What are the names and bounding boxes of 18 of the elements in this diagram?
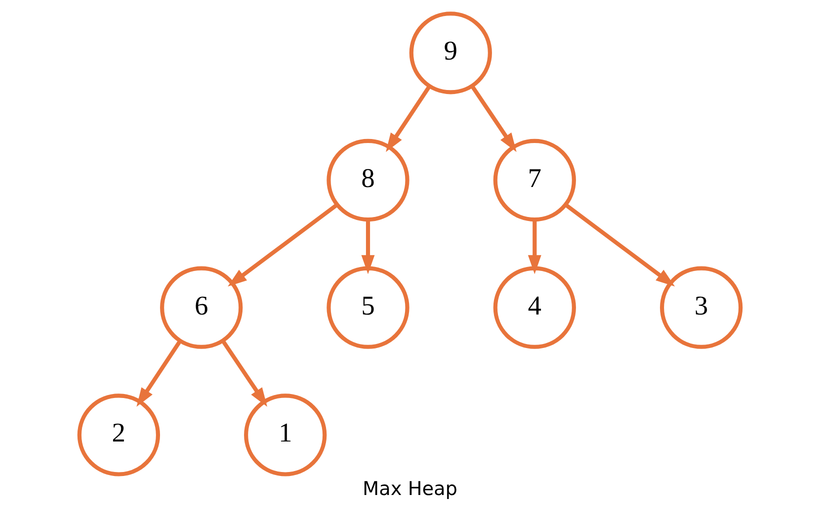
arrow: [360, 220, 374, 274]
arrow: [136, 340, 182, 407]
arrow: [220, 340, 267, 407]
node-circle: 5: [326, 266, 409, 349]
arrow: [227, 203, 338, 286]
node-circle: 9: [408, 12, 492, 94]
node-circle: 6: [160, 266, 242, 349]
node-circle: 1: [244, 394, 326, 476]
node-circle: 8: [326, 138, 409, 222]
caption: Max Heap: [362, 478, 457, 500]
node-circle: 3: [659, 266, 742, 349]
node-circle: 7: [492, 138, 576, 222]
arrow: [564, 203, 674, 286]
node-circle: 2: [76, 394, 160, 476]
arrow: [527, 220, 541, 274]
arrow: [470, 85, 516, 152]
node-circle: 4: [492, 266, 576, 349]
arrow: [385, 85, 431, 152]
